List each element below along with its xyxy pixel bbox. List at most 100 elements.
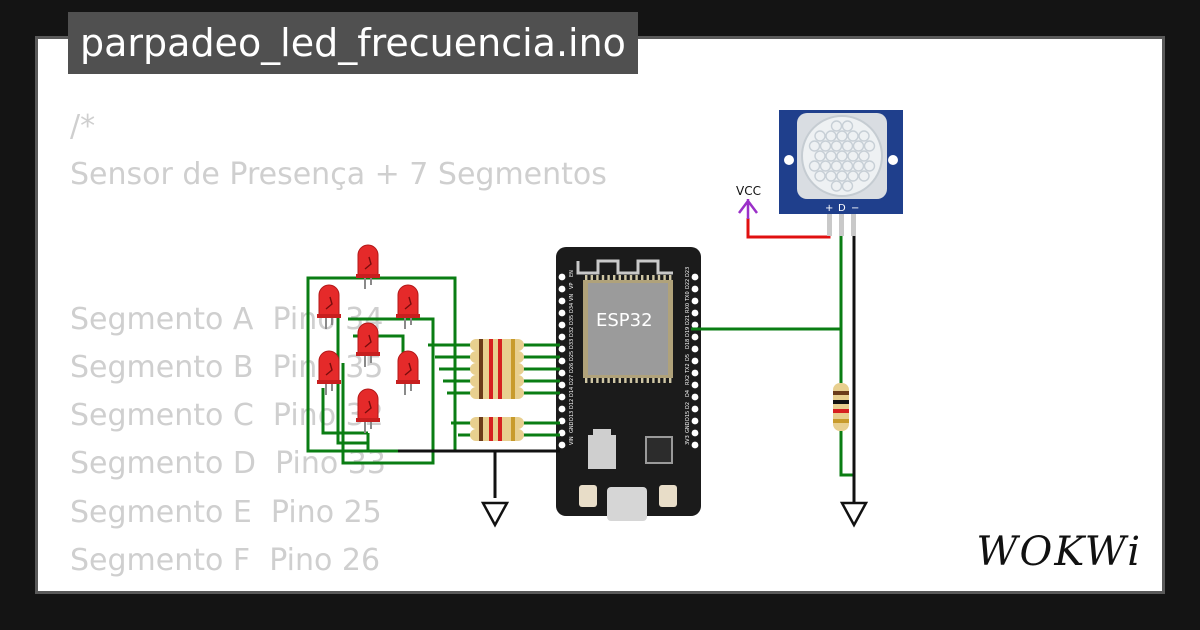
esp32-pin-right[interactable]	[691, 357, 699, 365]
esp32-pin-label: RX0	[685, 303, 691, 313]
chip-pad	[590, 275, 593, 280]
led-red[interactable]	[317, 350, 341, 395]
esp32-pin-right[interactable]	[691, 405, 699, 413]
esp32-pin-left[interactable]	[558, 441, 566, 449]
signal-wire-d21	[691, 235, 843, 331]
lens-cell	[841, 180, 854, 192]
chip-pad	[618, 378, 621, 383]
esp32-pin-left[interactable]	[558, 345, 566, 353]
esp32-pin-left[interactable]	[558, 369, 566, 377]
esp32-pin-right[interactable]	[691, 441, 699, 449]
en-button[interactable]	[659, 485, 677, 507]
boot-button[interactable]	[579, 485, 597, 507]
esp32-pin-left[interactable]	[558, 393, 566, 401]
lens-cell	[825, 130, 837, 142]
esp32-pin-right[interactable]	[691, 321, 699, 329]
esp32-pin-right[interactable]	[691, 309, 699, 317]
chip-pad	[585, 378, 588, 383]
pir-lens	[801, 115, 883, 197]
led-red[interactable]	[396, 350, 420, 395]
code-line: Segmento G Pino 27	[70, 585, 607, 592]
esp32-pin-left[interactable]	[558, 309, 566, 317]
esp32-pin-right[interactable]	[691, 381, 699, 389]
led-red[interactable]	[356, 322, 380, 367]
lens-cell	[852, 140, 865, 152]
esp32-pin-left[interactable]	[558, 405, 566, 413]
lens-cell	[830, 160, 843, 172]
esp32-pin-label: D23	[685, 267, 691, 277]
esp32-pin-label: TX2	[685, 363, 691, 374]
usb-chip	[645, 436, 673, 464]
esp32-pin-label: TX0	[685, 291, 691, 302]
lens-cell	[858, 130, 870, 142]
led-red[interactable]	[356, 388, 380, 433]
esp32-pin-left[interactable]	[558, 297, 566, 305]
chip-pad	[669, 275, 672, 280]
esp32-pin-left[interactable]	[558, 333, 566, 341]
code-line: Sensor de Presença + 7 Segmentos	[70, 157, 607, 193]
resistor[interactable]	[470, 417, 524, 429]
resistor-bank	[470, 339, 524, 441]
esp32-pin-left[interactable]	[558, 429, 566, 437]
pir-pin-label-plus: +	[825, 203, 833, 214]
esp32-pin-label: D21	[685, 315, 691, 325]
esp32-pin-left[interactable]	[558, 357, 566, 365]
lens-cell	[808, 160, 821, 172]
resistor[interactable]	[470, 387, 524, 399]
esp32-pin-right[interactable]	[691, 273, 699, 281]
resistor[interactable]	[470, 363, 524, 375]
chip-pad	[596, 275, 599, 280]
pir-sensor[interactable]: + D −	[779, 110, 903, 236]
esp32-pin-right[interactable]	[691, 393, 699, 401]
esp32-pin-label: VIN	[569, 436, 575, 445]
led-red[interactable]	[356, 244, 380, 289]
chip-pad	[663, 378, 666, 383]
resistor[interactable]	[470, 429, 524, 441]
esp32-pin-left[interactable]	[558, 381, 566, 389]
esp32-pin-left[interactable]	[558, 273, 566, 281]
esp32-pin-label: D5	[685, 354, 691, 361]
esp32-pin-label: GND	[685, 421, 691, 433]
esp32-chip	[588, 283, 668, 375]
esp32-pin-right[interactable]	[691, 285, 699, 293]
vcc-wire	[746, 218, 831, 239]
esp32-pin-right[interactable]	[691, 417, 699, 425]
resistor[interactable]	[470, 375, 524, 387]
lens-cell	[819, 140, 832, 152]
lens-cell	[825, 150, 837, 162]
chip-pad	[607, 378, 610, 383]
led-red[interactable]	[396, 284, 420, 329]
seven-segment-leds	[317, 244, 420, 433]
esp32-pin-left[interactable]	[558, 417, 566, 425]
lens-cell	[858, 170, 870, 182]
esp32-pin-label: D25	[569, 351, 575, 361]
chip-pad	[641, 275, 644, 280]
lens-cell	[863, 140, 876, 152]
esp32-pin-right[interactable]	[691, 429, 699, 437]
led-red[interactable]	[317, 284, 341, 329]
esp32-pin-right[interactable]	[691, 345, 699, 353]
lens-cell	[847, 150, 859, 162]
pulldown-wire	[839, 329, 854, 477]
lens-cell	[863, 160, 876, 172]
esp32-board[interactable]: ESP32	[556, 247, 701, 521]
chip-pad	[601, 378, 605, 383]
esp32-pin-right[interactable]	[691, 297, 699, 305]
chip-pad	[613, 275, 616, 280]
esp32-pin-right[interactable]	[691, 369, 699, 377]
esp32-pin-label: GND	[569, 421, 575, 433]
lens-cell	[830, 140, 843, 152]
wokwi-logo: WOKWi	[976, 529, 1142, 575]
esp32-pin-left[interactable]	[558, 321, 566, 329]
esp32-pin-label: D15	[685, 411, 691, 421]
resistor[interactable]	[470, 339, 524, 351]
vcc-label: VCC	[736, 184, 761, 198]
resistor[interactable]	[470, 351, 524, 363]
chip-pad	[624, 275, 627, 280]
chip-pad	[652, 275, 655, 280]
esp32-pin-label: VN	[569, 294, 575, 301]
esp32-pin-left[interactable]	[558, 285, 566, 293]
esp32-pin-right[interactable]	[691, 333, 699, 341]
